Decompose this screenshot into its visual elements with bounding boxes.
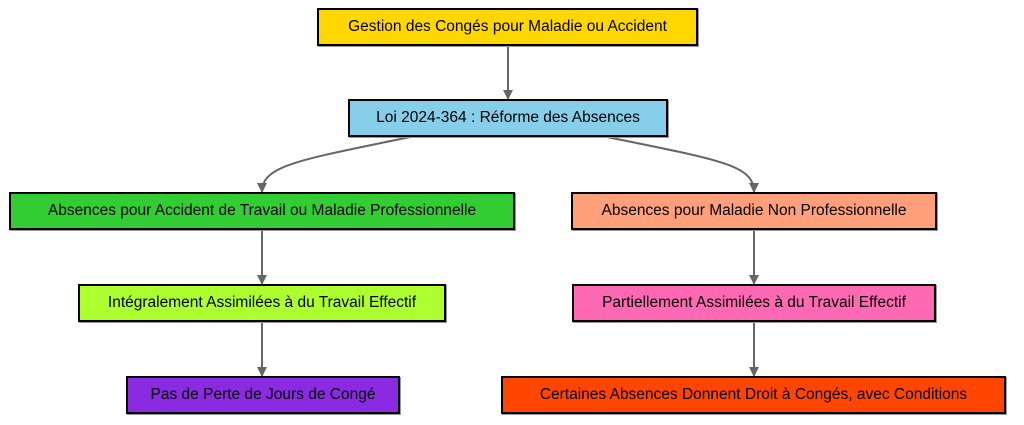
node-conditional: Certaines Absences Donnent Droit à Congé… <box>501 376 1006 414</box>
edge-law-professional <box>257 136 411 193</box>
node-professional: Absences pour Accident de Travail ou Mal… <box>9 192 515 230</box>
node-partially-assimilated: Partiellement Assimilées à du Travail Ef… <box>572 284 936 322</box>
node-no-loss: Pas de Perte de Jours de Congé <box>126 376 400 414</box>
node-non-professional: Absences pour Maladie Non Professionnell… <box>571 192 937 230</box>
edge-law-non-professional <box>606 136 759 193</box>
node-law: Loi 2024-364 : Réforme des Absences <box>348 99 668 137</box>
node-root: Gestion des Congés pour Maladie ou Accid… <box>317 8 698 46</box>
node-fully-assimilated: Intégralement Assimilées à du Travail Ef… <box>78 284 446 322</box>
